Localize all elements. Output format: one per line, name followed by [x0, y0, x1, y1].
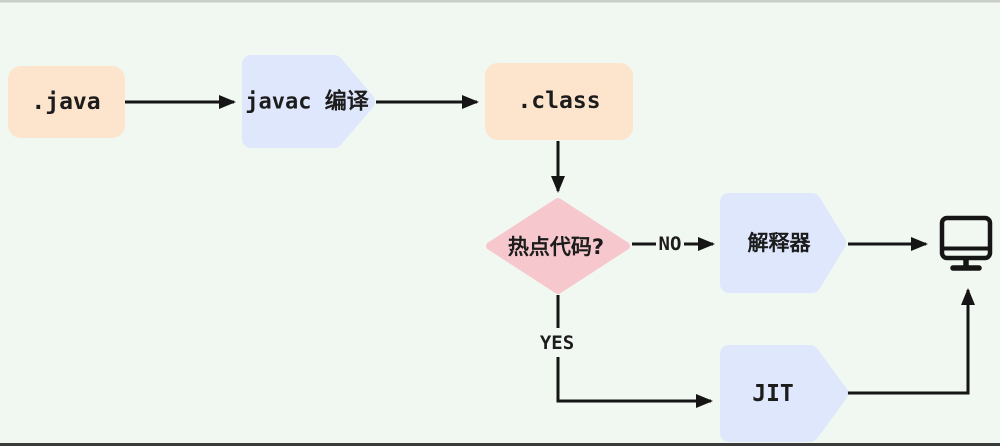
jit-label: JIT: [752, 381, 794, 407]
javac-compile-node: [242, 55, 375, 148]
java-source-node: [8, 66, 125, 138]
java-source-label: .java: [31, 89, 100, 115]
hotspot-decision-node: [486, 198, 630, 294]
yes-edge-label: YES: [540, 332, 574, 354]
jit-node: [720, 345, 848, 442]
no-edge-label: NO: [659, 233, 682, 255]
interpreter-node: [720, 193, 846, 293]
javac-compile-label: javac 编译: [245, 89, 369, 115]
arrow-jit-to-monitor: [847, 288, 975, 395]
monitor-icon: [939, 215, 993, 271]
class-file-label: .class: [517, 88, 600, 114]
hotspot-decision-label: 热点代码?: [508, 235, 604, 259]
top-edge-line: [0, 0, 1000, 3]
interpreter-label: 解释器: [748, 231, 812, 255]
arrow-yes-to-jit: [556, 357, 713, 408]
class-file-node: [485, 63, 633, 140]
bottom-edge-line: [0, 443, 1000, 446]
